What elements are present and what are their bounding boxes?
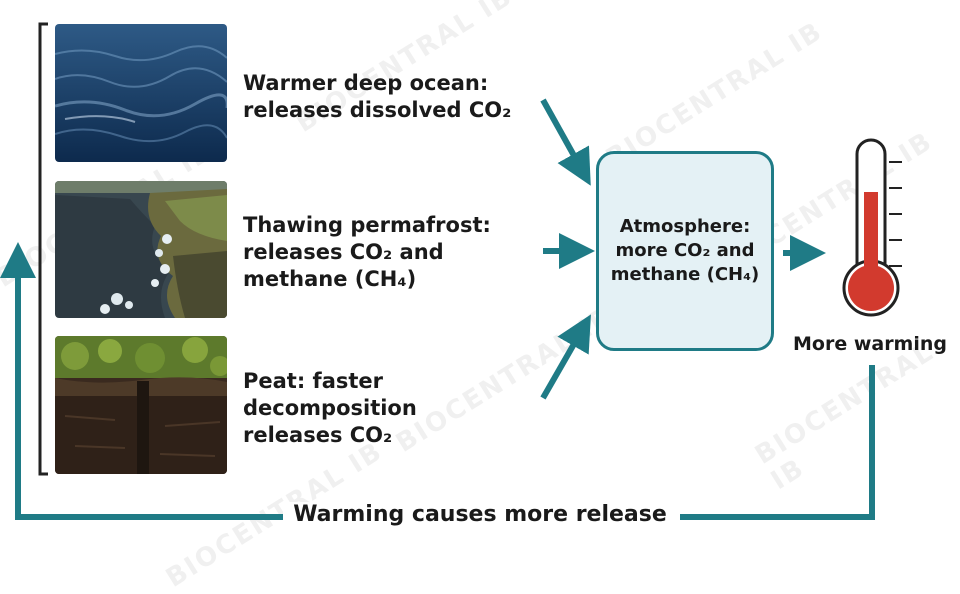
feedback-loop-line-left [0, 242, 283, 520]
source-label-peat: Peat: faster decomposition releases CO₂ [243, 369, 417, 447]
peat-photo [55, 336, 227, 474]
connector-layer [0, 22, 875, 520]
permafrost-photo [55, 181, 227, 318]
source-label-permafrost: Thawing permafrost: releases CO₂ and met… [243, 213, 491, 291]
atmosphere-label: Atmosphere: more CO₂ and methane (CH₄) [610, 216, 760, 285]
source-bracket [38, 22, 48, 476]
source-label-ocean: Warmer deep ocean: releases dissolved CO… [243, 71, 512, 122]
arrow-peat-to-atmosphere [540, 314, 591, 400]
feedback-loop-label: Warming causes more release [283, 502, 677, 527]
arrow-ocean-to-atmosphere [540, 98, 591, 186]
atmosphere-box: Atmosphere: more CO₂ and methane (CH₄) [596, 151, 774, 351]
feedback-loop-line [680, 365, 875, 520]
more-warming-label: More warming [792, 333, 947, 355]
ocean-photo [55, 24, 227, 162]
